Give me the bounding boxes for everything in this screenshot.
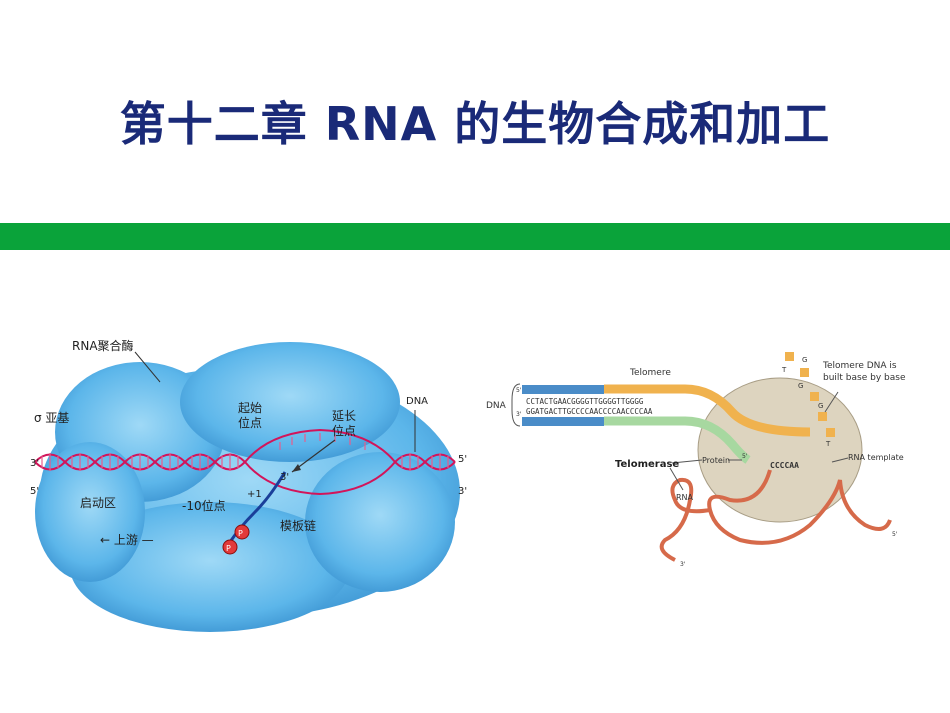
top-sequence: CCTACTGAACGGGGTTGGGGTTGGGG (526, 397, 644, 406)
label-dna: DNA (406, 396, 428, 407)
label-elongation-site-2: 位点 (332, 423, 356, 438)
label-five-prime-right: 5' (458, 454, 467, 465)
label-rna-polymerase: RNA聚合酶 (72, 338, 134, 353)
label-upstream: ← 上游 — (100, 533, 154, 547)
note-line-1: Telomere DNA is (822, 361, 897, 371)
dna-bracket (511, 383, 521, 427)
label-tail-five: 5' (892, 531, 898, 538)
template-seq: CCCCAA (770, 461, 799, 470)
loose-t2: T (825, 440, 831, 448)
accent-bar (0, 223, 950, 250)
telomerase-diagram: DNA Telomere CCTACTGAACGGGGTTGGGGTTGGGG … (486, 352, 906, 568)
label-template-strand: 模板链 (280, 518, 316, 533)
loose-nucleotides (785, 352, 835, 437)
rna-pointer (669, 467, 684, 491)
label-three-prime-right: 3' (458, 486, 467, 497)
label-protein: Protein (702, 456, 730, 465)
transcription-diagram: RNA聚合酶 σ 亚基 起始 位点 延长 位点 DNA 启动区 -10位点 ← … (30, 338, 467, 632)
loose-g1: G (802, 356, 807, 364)
dna-strands (522, 384, 811, 464)
label-three-end: 3' (680, 561, 686, 568)
rna-polymerase-blob (35, 342, 460, 632)
label-five-end: 5' (742, 453, 748, 460)
rna-transcript (222, 471, 287, 555)
template-pointer (831, 457, 849, 463)
label-minus10: -10位点 (182, 498, 226, 513)
dna-rungs (41, 433, 449, 471)
label-five-prime-left: 5' (30, 486, 39, 497)
label-elongation-site-1: 延长 (332, 409, 356, 423)
loose-g3: G (818, 402, 823, 410)
note-line-2: built base by base (823, 373, 906, 383)
label-start-site-1: 起始 (238, 401, 262, 415)
label-rna-template: RNA template (848, 453, 904, 462)
label-three-prime-mid: 3' (280, 472, 289, 483)
rna-tail (659, 477, 711, 562)
bottom-sequence: GGATGACTTGCCCCAACCCCAACCCCAA (526, 407, 653, 416)
label-telomerase: Telomerase (615, 459, 679, 470)
label-promoter: 启动区 (80, 496, 116, 510)
label-sigma-subunit: σ 亚基 (34, 411, 69, 425)
page-title: 第十二章 RNA 的生物合成和加工 (119, 97, 831, 151)
label-top-five: 5' (516, 387, 522, 394)
label-rna: RNA (676, 493, 694, 502)
label-three-prime-left: 3' (30, 458, 39, 469)
label-bottom-three: 3' (516, 411, 522, 418)
loose-t: T (781, 366, 787, 374)
telomerase-pointer (671, 459, 703, 464)
nucleotide-b-label: P (226, 544, 231, 553)
label-plus1: +1 (247, 489, 262, 500)
label-telomere: Telomere (629, 368, 671, 378)
note-pointer (824, 391, 839, 413)
label-dna-right: DNA (486, 401, 507, 411)
loose-g2: G (798, 382, 803, 390)
nucleotide-a-label: P (238, 529, 243, 538)
rna-loop (707, 469, 892, 545)
elongation-arrowhead (292, 464, 301, 472)
polymerase-pointer (134, 351, 161, 383)
label-start-site-2: 位点 (238, 415, 262, 430)
